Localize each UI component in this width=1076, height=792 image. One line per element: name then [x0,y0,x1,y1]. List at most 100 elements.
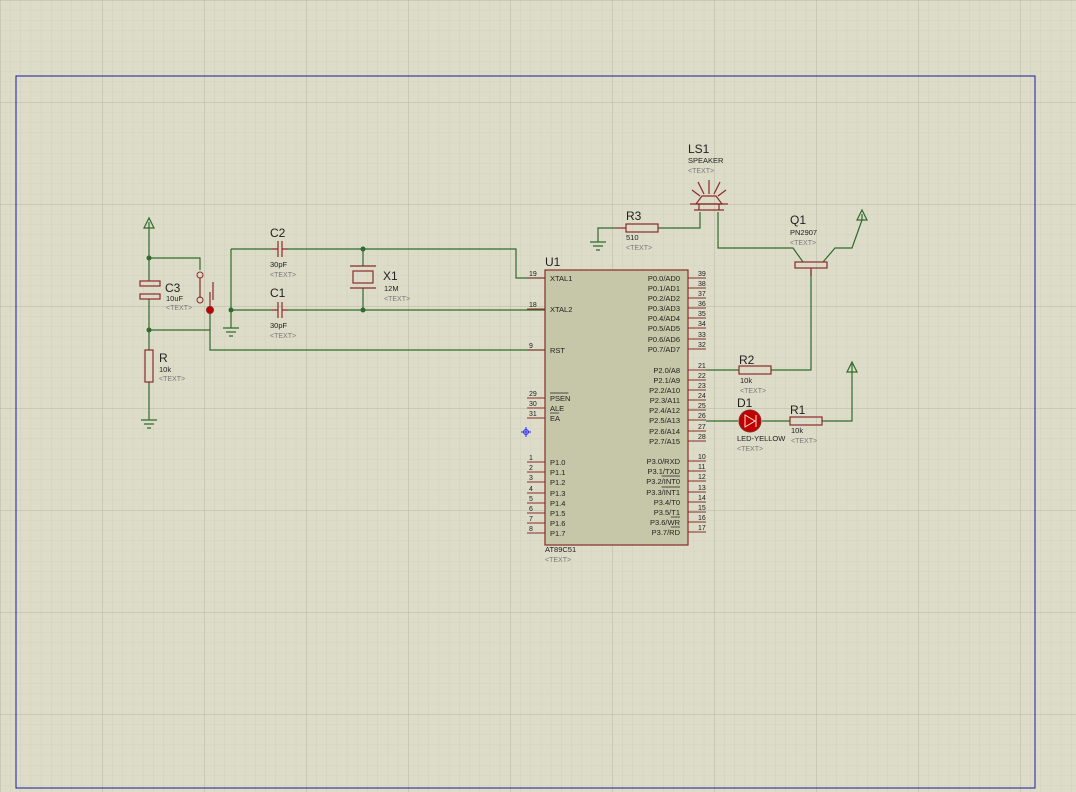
pin-name: P0.2/AD2 [648,294,680,303]
x1-crystal[interactable]: X1 12M <TEXT> [350,265,410,303]
c1-value: 30pF [270,321,288,330]
pin-name: P2.2/A10 [649,386,680,395]
c3-capacitor[interactable]: C3 10uF <TEXT> [139,280,192,312]
ls1-speaker[interactable]: LS1 SPEAKER <TEXT> [688,142,728,211]
u1-pin-left[interactable]: 19 XTAL1 [527,271,572,283]
pin-name: P2.3/A11 [650,396,680,405]
pin-name: P2.1/A9 [653,376,680,385]
pin-name: P1.3 [550,489,565,498]
c2-value: 30pF [270,260,288,269]
pin-number: 15 [698,505,706,512]
pin-name: P1.2 [550,478,565,487]
x1-text: <TEXT> [384,296,410,303]
pin-number: 38 [698,281,706,288]
sheet-border [15,75,1036,789]
r2-resistor[interactable]: R2 10k <TEXT> [738,353,772,395]
pin-name: P3.1/TXD [647,467,680,476]
d1-ref: D1 [737,396,753,410]
pin-name: P2.4/A12 [649,406,680,415]
r1-resistor[interactable]: R1 10k <TEXT> [789,403,823,445]
pin-number: 28 [698,434,706,441]
ls1-ref: LS1 [688,142,710,156]
pin-name: P3.4/T0 [654,498,680,507]
d1-text: <TEXT> [737,446,763,453]
pin-name: P2.6/A14 [649,427,680,436]
u1-pin-right[interactable]: 15 P3.5/T1 [654,505,706,517]
u1-ref: U1 [545,255,561,269]
x1-ref: X1 [383,269,398,283]
junctions [146,246,366,333]
pin-name: P3.6/WR [650,518,681,527]
pin-number: 18 [529,302,537,309]
pin-name: P0.5/AD5 [648,324,680,333]
u1-pin-right[interactable]: 26 P2.5/A13 [649,413,706,425]
r1-ref: R1 [790,403,806,417]
power-symbols [141,208,868,429]
pin-name: P0.7/AD7 [648,345,680,354]
u1-value: AT89C51 [545,545,576,554]
c1-capacitor[interactable]: C1 30pF <TEXT> [270,286,296,340]
q1-text: <TEXT> [790,240,816,247]
r3-text: <TEXT> [626,245,652,252]
pin-number: 21 [698,363,706,370]
pin-number: 26 [698,413,706,420]
r3-resistor[interactable]: R3 510 <TEXT> [616,209,659,252]
r1-text: <TEXT> [791,438,817,445]
c2-capacitor[interactable]: C2 30pF <TEXT> [270,226,296,279]
c3-value: 10uF [166,294,184,303]
r-value: 10k [159,365,171,374]
pin-number: 19 [529,271,537,278]
reset-button[interactable] [196,271,214,314]
pin-number: 6 [529,506,533,513]
pin-name: XTAL1 [550,274,572,283]
pin-name: P3.5/T1 [654,508,680,517]
d1-led[interactable]: D1 LED-YELLOW <TEXT> [737,396,786,453]
pin-name: P3.2/INT0 [646,477,680,486]
c2-ref: C2 [270,226,286,240]
pin-name: P1.1 [550,468,565,477]
d1-value: LED-YELLOW [737,434,786,443]
pin-name: P1.7 [550,529,565,538]
q1-transistor[interactable]: Q1 PN2907 <TEXT> [790,213,828,276]
r3-ref: R3 [626,209,642,223]
r-resistor[interactable]: R 10k <TEXT> [144,349,185,383]
pin-name: P2.5/A13 [649,416,680,425]
